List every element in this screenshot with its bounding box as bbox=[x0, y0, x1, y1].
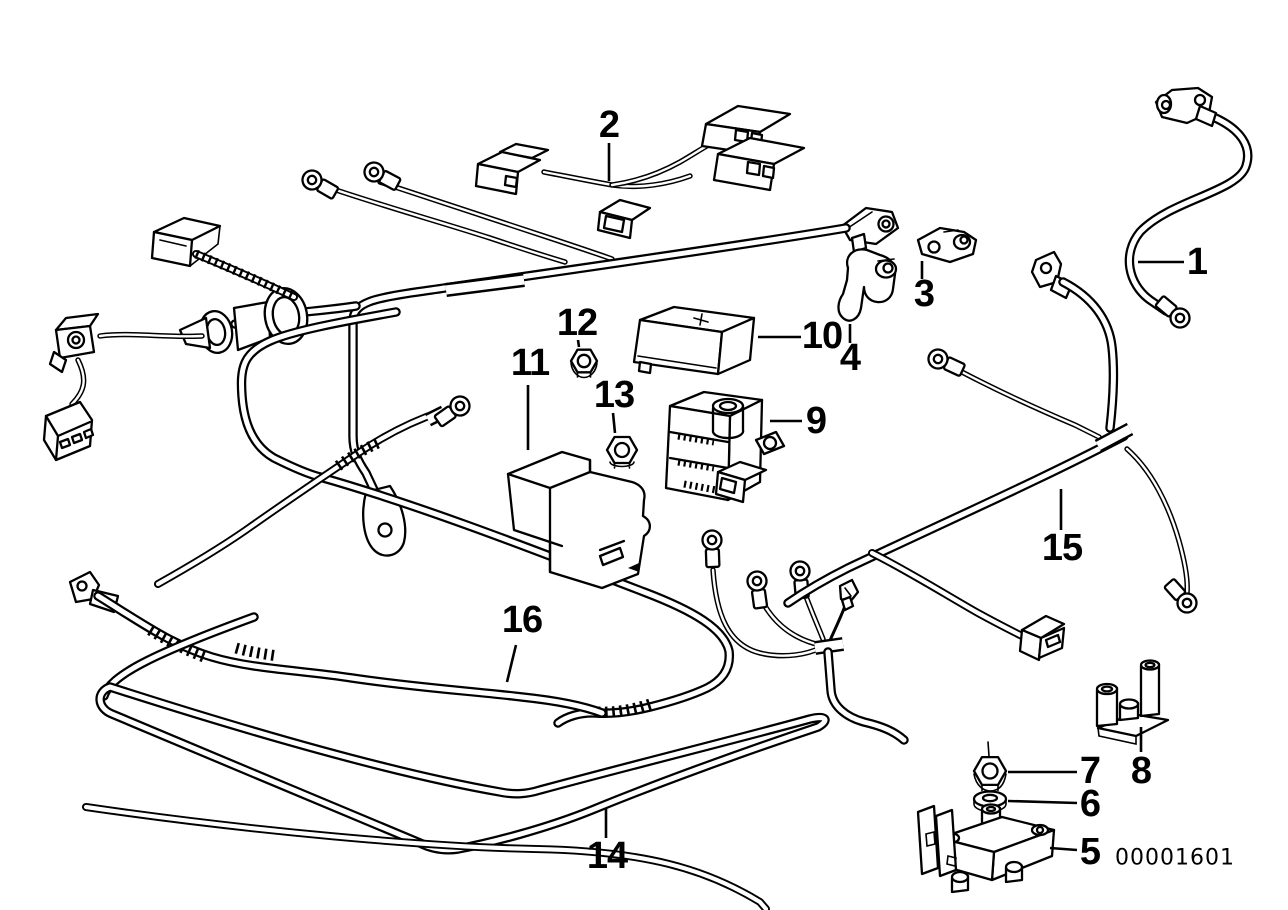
part-5-relay-plate bbox=[916, 803, 1056, 894]
leader-line-16 bbox=[505, 644, 518, 683]
part-label-5: 5 bbox=[1080, 831, 1101, 873]
leader-line-13 bbox=[611, 412, 617, 434]
cable-15 bbox=[788, 250, 1202, 662]
part-label-16: 16 bbox=[502, 599, 542, 641]
part-label-14: 14 bbox=[587, 835, 628, 877]
inline-connector bbox=[1018, 614, 1066, 662]
part-9-terminal-block bbox=[664, 390, 786, 504]
ring-terminal-icon bbox=[924, 345, 968, 381]
battery-terminal-clamp bbox=[840, 206, 900, 254]
part-label-11: 11 bbox=[511, 342, 550, 384]
part-11-cover bbox=[506, 450, 652, 590]
ring-terminal-icon bbox=[701, 529, 724, 569]
leader-line-6 bbox=[1007, 799, 1078, 805]
ring-terminal-icon bbox=[297, 165, 342, 203]
doc-number: 00001601 bbox=[1115, 846, 1235, 871]
part-label-2: 2 bbox=[599, 104, 619, 146]
part-8-cable-holder bbox=[1095, 659, 1170, 745]
flag-terminal bbox=[1030, 250, 1074, 300]
ground-strap-cable bbox=[158, 391, 475, 584]
four-pin-plug bbox=[42, 400, 95, 462]
engine-wiring-harness bbox=[42, 104, 900, 723]
ring-terminal-icon bbox=[360, 158, 404, 195]
part-10-cover-box bbox=[632, 305, 756, 376]
part-7-nut bbox=[972, 741, 1008, 792]
part-label-9: 9 bbox=[806, 400, 826, 442]
part-label-7: 7 bbox=[1080, 750, 1100, 792]
part-12-nut bbox=[569, 348, 599, 379]
part-label-6: 6 bbox=[1080, 783, 1100, 825]
part-label-15: 15 bbox=[1042, 527, 1083, 569]
leader-line-5 bbox=[1049, 846, 1078, 852]
part-label-4: 4 bbox=[840, 337, 861, 379]
ring-terminal-icon bbox=[1152, 292, 1195, 333]
ring-terminal-icon bbox=[745, 569, 772, 611]
connector-stack bbox=[474, 142, 550, 196]
part-label-12: 12 bbox=[557, 302, 597, 344]
sensor-connector bbox=[48, 312, 100, 374]
part-label-10: 10 bbox=[802, 315, 842, 357]
ring-terminal-icon bbox=[1160, 575, 1202, 618]
cable-16 bbox=[68, 570, 602, 713]
multi-ring-branch-cable bbox=[701, 529, 904, 740]
leader-line-12 bbox=[576, 339, 581, 348]
cable-14 bbox=[86, 617, 825, 909]
spade-terminal bbox=[838, 578, 860, 612]
flag-connector bbox=[596, 198, 652, 240]
part-label-8: 8 bbox=[1131, 750, 1151, 792]
part-13-nut bbox=[605, 435, 639, 469]
battery-terminal-clamp bbox=[1154, 86, 1218, 128]
part-label-3: 3 bbox=[914, 273, 934, 315]
battery-cable-1 bbox=[1129, 86, 1247, 333]
part-label-13: 13 bbox=[594, 374, 634, 416]
part-label-1: 1 bbox=[1187, 241, 1208, 283]
part-3-clamp bbox=[916, 226, 978, 264]
part-4-clamp bbox=[837, 248, 898, 322]
plug-cluster bbox=[700, 104, 806, 192]
